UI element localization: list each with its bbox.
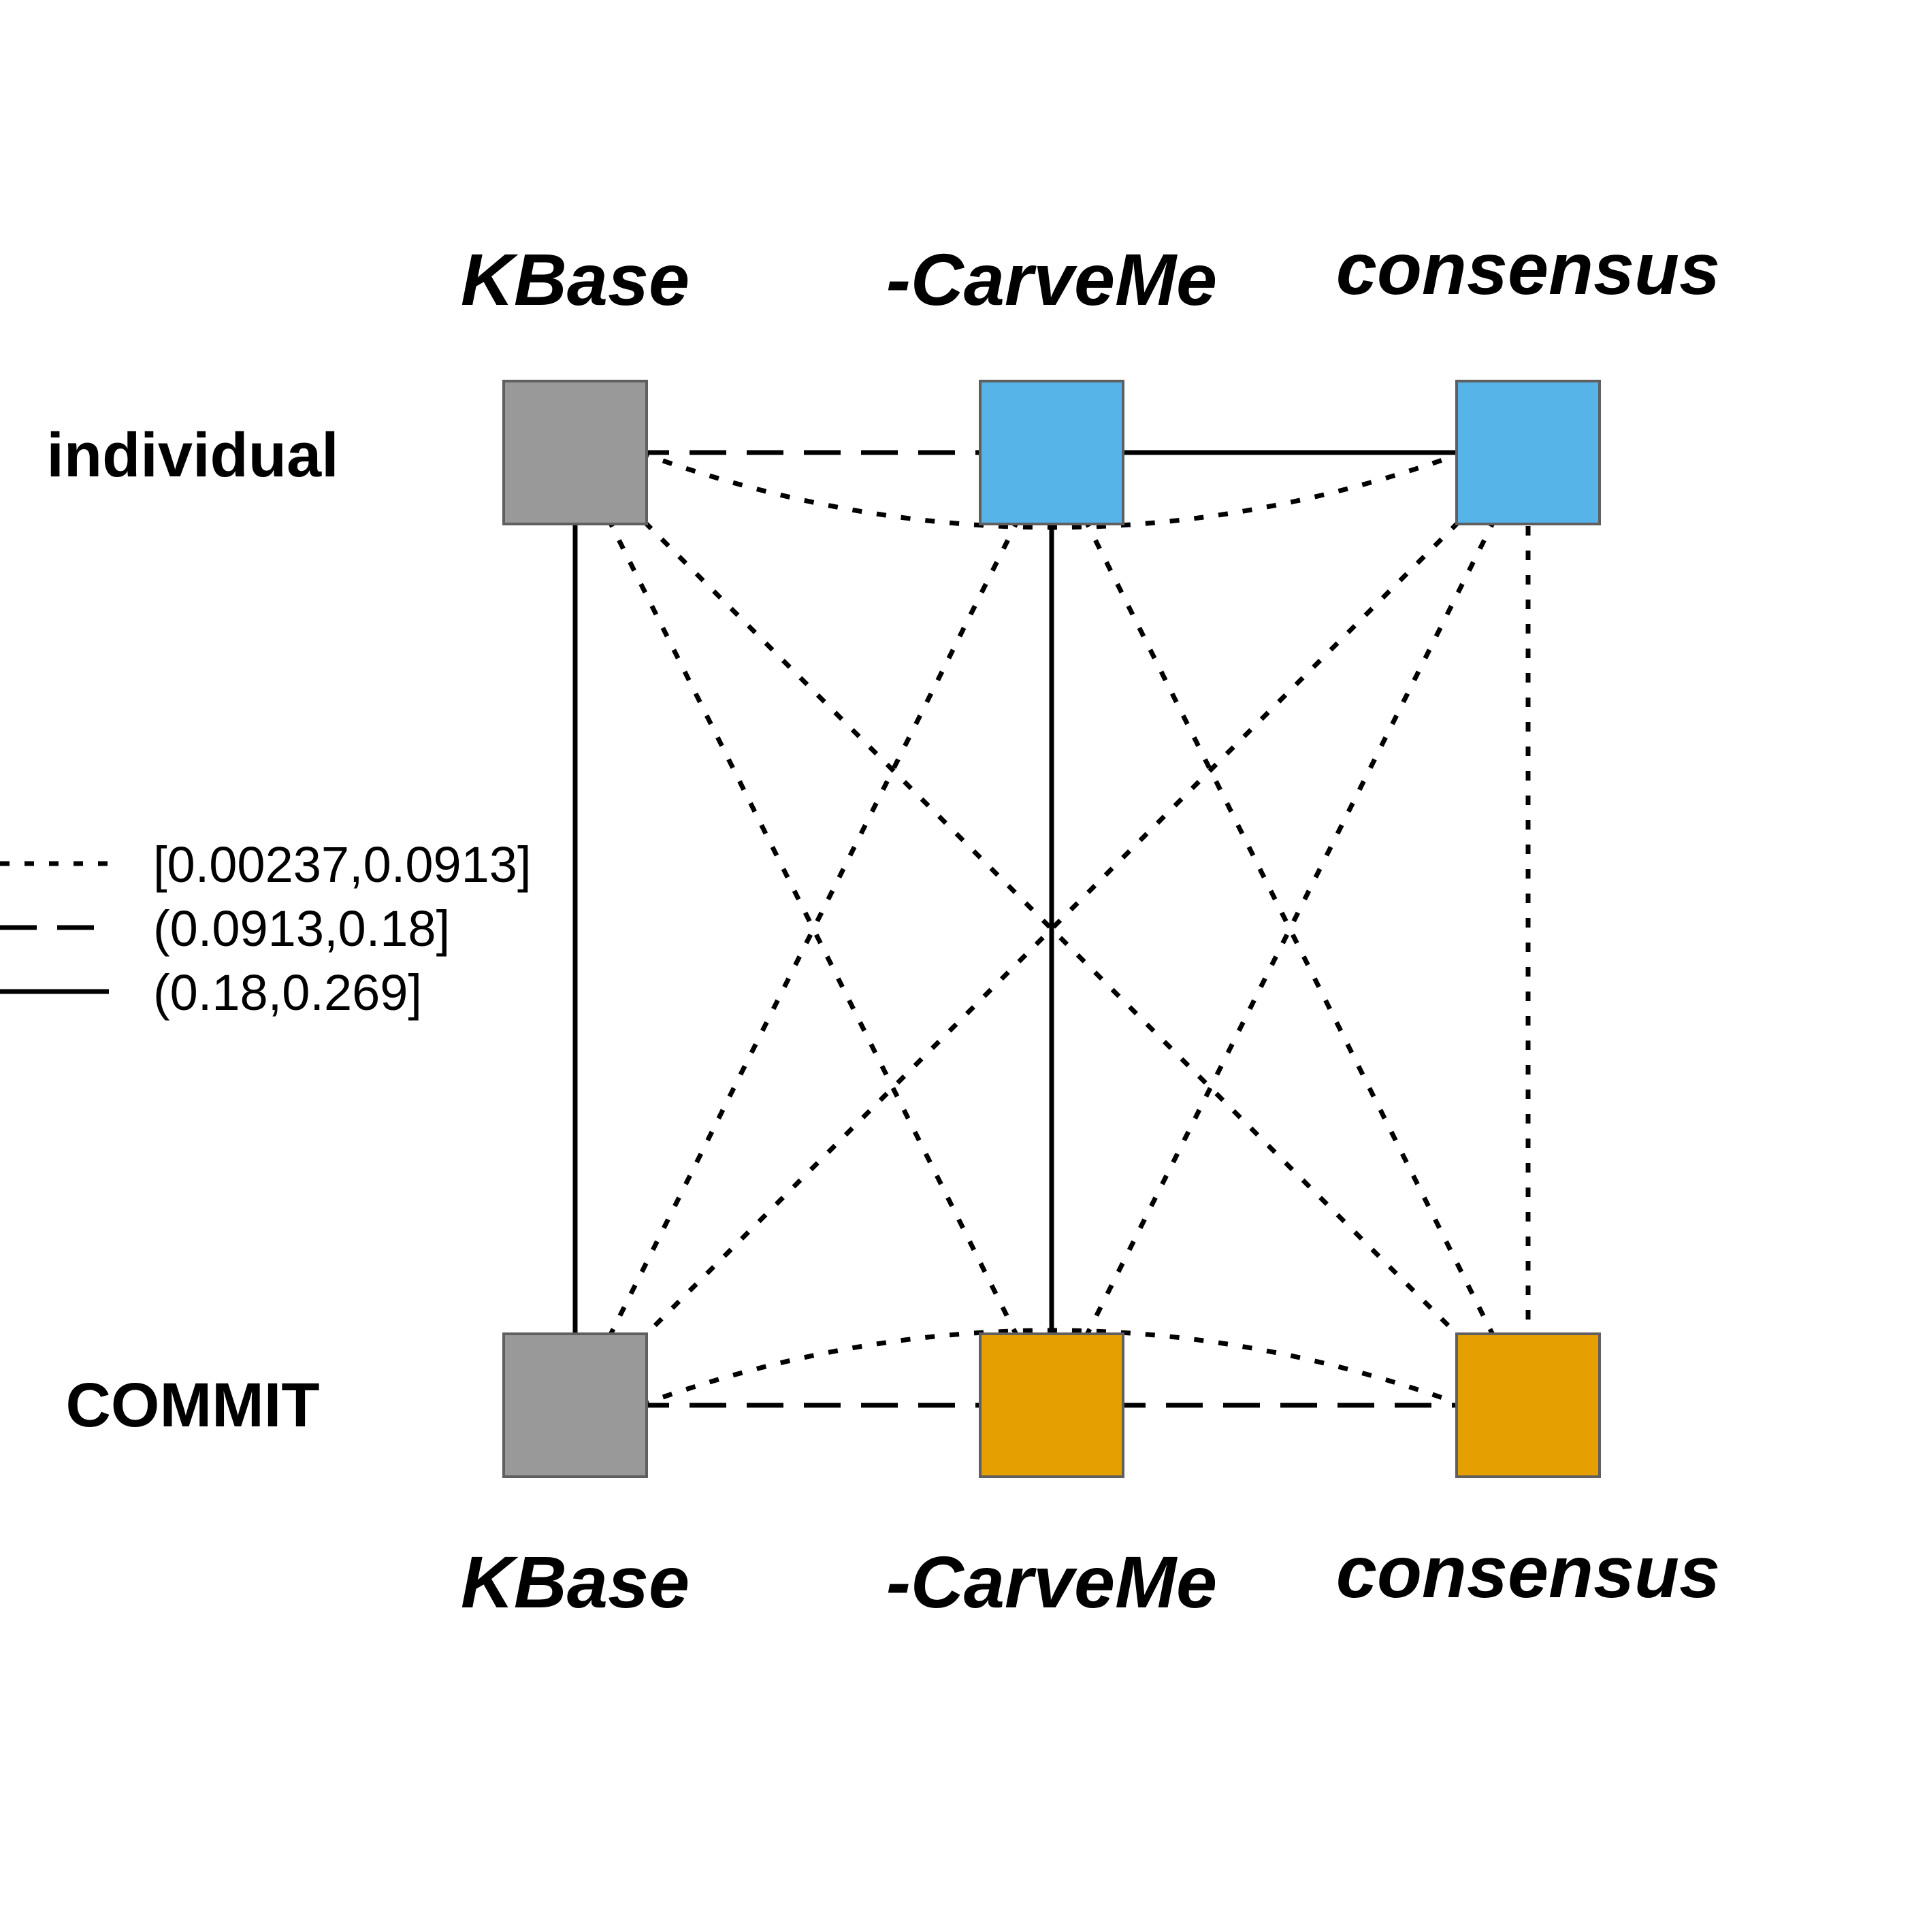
edges-layer — [572, 450, 1531, 1408]
column-label-top-carveme: -CarveMe — [886, 238, 1217, 321]
edge-individual-consensus-to-commit-kbase — [573, 451, 1530, 1407]
node-commit-carveme — [979, 1332, 1124, 1478]
column-label-bottom-carveme: -CarveMe — [886, 1541, 1217, 1623]
legend-label-dashed: (0.0913,0.18] — [153, 900, 450, 957]
node-individual-consensus — [1455, 380, 1601, 525]
legend-label-solid: (0.18,0.269] — [153, 964, 422, 1021]
legend-label-dotted: [0.00237,0.0913] — [153, 836, 532, 893]
node-individual-carveme — [979, 380, 1124, 525]
legend: [0.00237,0.0913] (0.0913,0.18] (0.18,0.2… — [0, 836, 532, 1021]
edge-individual-kbase-to-commit-carveme — [572, 451, 1054, 1407]
nodes-layer — [502, 380, 1601, 1478]
row-label-commit: COMMIT — [65, 1371, 319, 1440]
node-commit-kbase — [502, 1332, 648, 1478]
column-label-bottom-consensus: consensus — [1336, 1530, 1720, 1613]
edge-individual-carveme-to-commit-consensus — [1049, 451, 1531, 1407]
node-commit-consensus — [1455, 1332, 1601, 1478]
row-label-individual: individual — [46, 421, 338, 490]
edge-individual-consensus-to-commit-carveme — [1049, 451, 1531, 1407]
edge-commit-kbase-to-commit-consensus — [638, 1328, 1465, 1408]
column-label-bottom-kbase: KBase — [461, 1541, 690, 1623]
column-label-top-kbase: KBase — [461, 238, 690, 321]
column-label-top-consensus: consensus — [1336, 227, 1720, 310]
edge-individual-kbase-to-commit-consensus — [573, 451, 1530, 1407]
edge-individual-carveme-to-commit-kbase — [572, 451, 1054, 1407]
node-individual-kbase — [502, 380, 648, 525]
